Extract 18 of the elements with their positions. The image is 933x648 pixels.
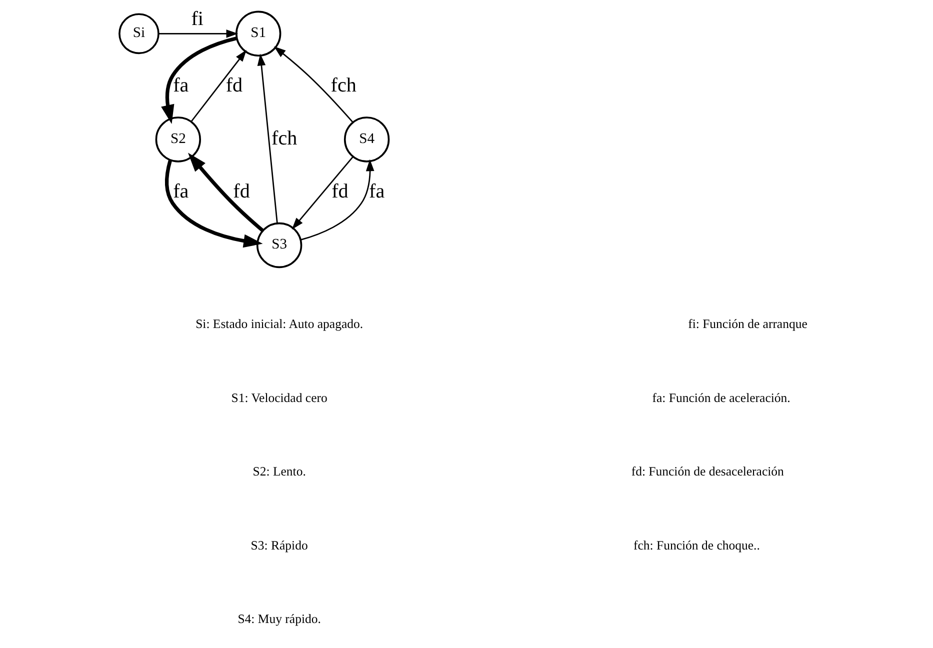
label: S2: Lento. (252, 464, 306, 479)
edge-label: fi (191, 8, 204, 30)
label: fi: Función de arranque (688, 316, 808, 331)
edge-label: fd (233, 180, 250, 202)
label: S4: Muy rápido. (238, 612, 321, 626)
edge-label: fa (369, 180, 385, 202)
edge-label: fa (173, 180, 189, 202)
edge-label: fa (173, 74, 189, 97)
edge-label: fch (272, 128, 298, 150)
label: fd: Función de desaceleración (631, 464, 784, 479)
edge-label: fch (330, 74, 356, 97)
edge-label: fd (226, 74, 243, 97)
label: S1: Velocidad cero (231, 390, 328, 405)
label: fa: Función de aceleración. (652, 390, 790, 405)
label: S3: Rápido (250, 538, 308, 552)
edge-label: fd (332, 180, 348, 202)
label: Si: Estado inicial: Auto apagado. (196, 316, 364, 331)
label: fch: Función de choque.. (634, 538, 760, 552)
